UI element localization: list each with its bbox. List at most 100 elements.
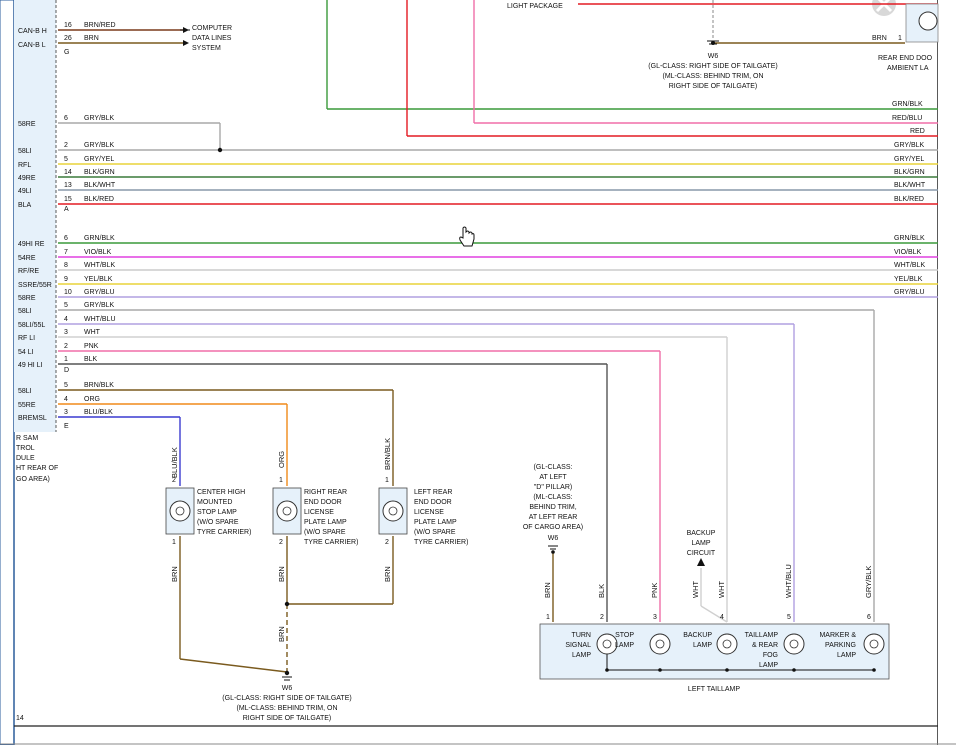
sam-label-3: DULE <box>16 455 35 462</box>
lamp-name-line: MOUNTED <box>197 499 232 506</box>
can-b-l-row <box>58 40 189 46</box>
taillamp-pin-number: 1 <box>546 614 550 621</box>
lamp-name-line: LICENSE <box>304 509 334 516</box>
pin-label: 49RE <box>18 175 36 182</box>
ground-w6-top-note-1: (GL-CLASS: RIGHT SIDE OF TAILGATE) <box>648 63 777 70</box>
taillamp-lamps: TURNSIGNALLAMPSTOPLAMPBACKUPLAMPTAILLAMP… <box>565 632 885 672</box>
wire-color: BLK/GRN <box>84 169 115 176</box>
pin-number: 2 <box>64 343 68 350</box>
left-rear-license-plate-lamp <box>378 487 408 535</box>
taillamp-pin-number: 6 <box>867 614 871 621</box>
splice-dot <box>217 147 223 153</box>
light-package-label: LIGHT PACKAGE <box>507 3 563 10</box>
computer-data-lines-3: SYSTEM <box>192 45 221 52</box>
pin-number: 3 <box>64 409 68 416</box>
pin-label: 54 LI <box>18 349 34 356</box>
pin-label: 58RE <box>18 121 36 128</box>
lamp-bulb-icon <box>596 633 618 655</box>
wire-color: VIO/BLK <box>84 249 112 256</box>
wire-brn-red: BRN/RED <box>84 22 116 29</box>
pin-number: 9 <box>64 276 68 283</box>
pin-number: 8 <box>64 262 68 269</box>
can-b-h-row <box>58 27 190 33</box>
can-b-h-label: CAN-B H <box>18 28 47 35</box>
wire-color: BLK/RED <box>84 196 114 203</box>
taillamp-ground-note: (GL-CLASS:AT LEFT"D" PILLAR)(ML-CLASS:BE… <box>523 464 583 531</box>
right-wire-label: GRY/YEL <box>894 156 924 163</box>
pin-label: 49HI RE <box>18 241 45 248</box>
taillamp-lamp-name: SIGNAL <box>565 642 591 649</box>
pin-number: 2 <box>64 142 68 149</box>
connector-d-letter: D <box>64 367 69 374</box>
pin-label: BLA <box>18 202 32 209</box>
hand-cursor-icon <box>459 226 475 247</box>
taillamp-pin-number: 3 <box>653 614 657 621</box>
connector-a-letter: A <box>64 206 69 213</box>
wire-color: WHT <box>84 329 101 336</box>
taillamp-lamp-name: TURN <box>572 632 591 639</box>
wire-color: ORG <box>84 396 100 403</box>
center-high-mount-stop-lamp <box>165 487 195 535</box>
pin-16: 16 <box>64 22 72 29</box>
lamp-name-line: LEFT REAR <box>414 489 452 496</box>
pin-label: RFL <box>18 162 31 169</box>
wire-color: WHT/BLU <box>84 316 116 323</box>
backup-wire-label: WHT <box>691 581 700 598</box>
ground-note-line: (GL-CLASS: <box>534 464 573 471</box>
pin-number: 3 <box>64 329 68 336</box>
sam-label-4: HT REAR OF <box>16 465 58 472</box>
wire-label-brn-blk: BRN/BLK <box>383 438 392 470</box>
backup-circuit-3: CIRCUIT <box>687 550 716 557</box>
pin-label: 49LI <box>18 188 32 195</box>
pin-number: 1 <box>64 356 68 363</box>
pin-label: 55RE <box>18 402 36 409</box>
ground-note-line: AT LEFT REAR <box>529 514 578 521</box>
wire-color: YEL/BLK <box>84 276 113 283</box>
pin-label: 58LI <box>18 388 32 395</box>
taillamp-lamp-name: MARKER & <box>819 632 856 639</box>
ground-note-line: (ML-CLASS: <box>533 494 572 501</box>
right-wire-label: BLK/GRN <box>894 169 925 176</box>
wire-color: GRY/BLK <box>84 115 115 122</box>
right-wire-label: VIO/BLK <box>894 249 922 256</box>
wire-color: WHT/BLK <box>84 262 115 269</box>
pin-number: 10 <box>64 289 72 296</box>
taillamp-lamp-name: LAMP <box>759 662 778 669</box>
lamp3-pin-top: 1 <box>385 477 389 484</box>
ground-icon <box>548 545 558 554</box>
pin-26: 26 <box>64 35 72 42</box>
lamp-name-line: (W/O SPARE <box>197 519 239 526</box>
lamp2-pin-bottom: 2 <box>279 539 283 546</box>
wire-label-brn-3: BRN <box>383 566 392 582</box>
lamp-name-line: STOP LAMP <box>197 509 237 516</box>
taillamp-wire-label: GRY/BLK <box>864 566 873 598</box>
taillamp-lamp-name: LAMP <box>572 652 591 659</box>
right-label-grn-blk-top: GRN/BLK <box>892 101 923 108</box>
ground-w6-bottom-note-2: (ML-CLASS: BEHIND TRIM, ON <box>237 705 338 712</box>
pin-number: 6 <box>64 115 68 122</box>
sam-label-1: R SAM <box>16 435 38 442</box>
ground-w6-bottom-note-3: RIGHT SIDE OF TAILGATE) <box>243 715 332 722</box>
pin-label: 54RE <box>18 255 36 262</box>
lamp-bulb-icon <box>716 633 738 655</box>
taillamp-lamp-name: LAMP <box>837 652 856 659</box>
pin-label: 49 HI LI <box>18 362 43 369</box>
wire-color: GRY/BLK <box>84 302 115 309</box>
lamp1-pin-top: 2 <box>172 477 176 484</box>
lamp3-pin-bottom: 2 <box>385 539 389 546</box>
ground-w6-top-note-2: (ML-CLASS: BEHIND TRIM, ON <box>663 73 764 80</box>
taillamp-wiring <box>58 309 875 623</box>
pin-number: 15 <box>64 196 72 203</box>
right-label-red: RED <box>910 128 925 135</box>
pin-label: 58RE <box>18 295 36 302</box>
pin-label: SSRE/55R <box>18 282 52 289</box>
taillamp-ground-label: W6 <box>548 535 559 542</box>
backup-circuit-1: BACKUP <box>687 530 716 537</box>
taillamp-wire-label: BLK <box>597 584 606 598</box>
wire-color: GRY/YEL <box>84 156 114 163</box>
